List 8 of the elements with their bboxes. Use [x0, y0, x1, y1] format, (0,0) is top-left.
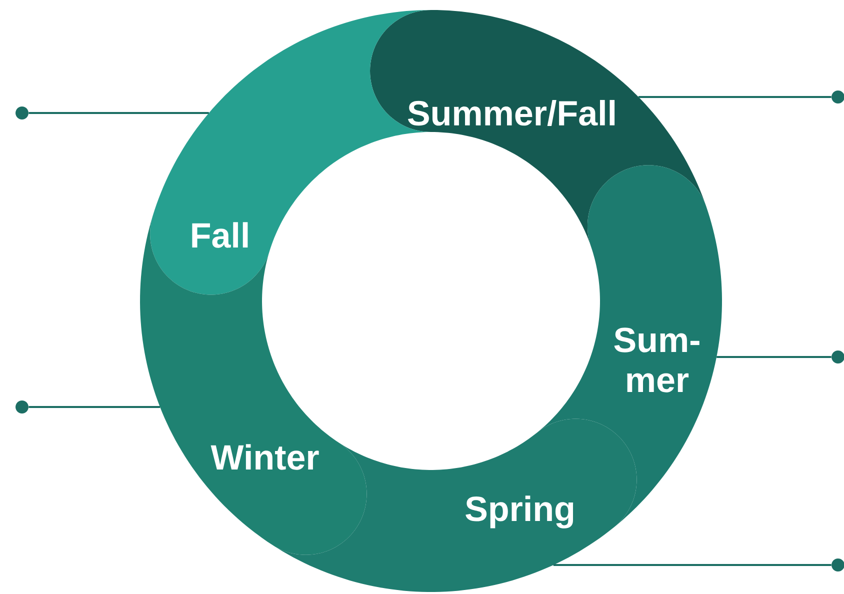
- leader-line: [716, 356, 832, 358]
- leader-line: [638, 96, 832, 98]
- leader-line: [28, 112, 209, 114]
- leader-line: [28, 406, 160, 408]
- end-dot: [16, 400, 28, 414]
- leader-line: [553, 564, 832, 566]
- end-dot: [16, 106, 28, 120]
- ring-segment: Summer/Fall: [370, 10, 706, 246]
